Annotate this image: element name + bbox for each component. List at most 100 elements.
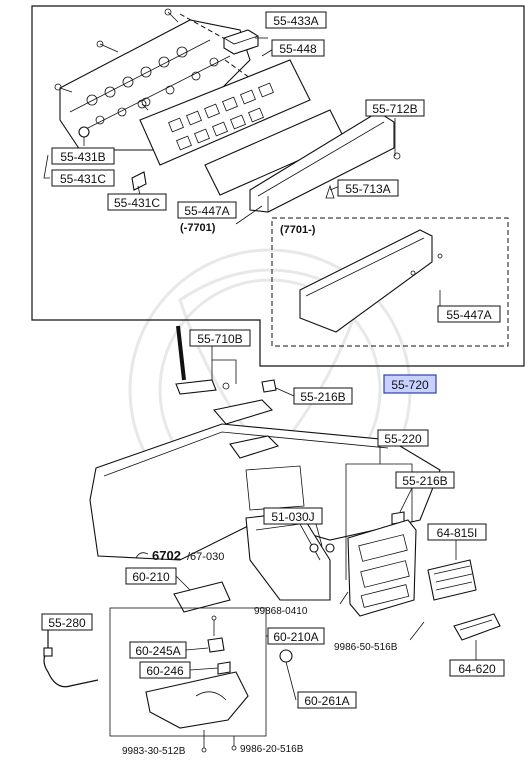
part-64-620 bbox=[453, 613, 501, 641]
svg-text:60-210A: 60-210A bbox=[273, 630, 318, 644]
visor-7701 bbox=[299, 229, 443, 333]
svg-text:60-261A: 60-261A bbox=[304, 694, 349, 708]
svg-text:55-710B: 55-710B bbox=[197, 332, 242, 346]
part-60-245a bbox=[207, 637, 225, 653]
tray-insert bbox=[212, 399, 274, 425]
svg-text:55-216B: 55-216B bbox=[300, 390, 345, 404]
leader-dash bbox=[179, 13, 246, 51]
part-55-431c bbox=[131, 171, 147, 191]
callout-55-713a: 55-713A bbox=[337, 179, 399, 197]
screw-0410 bbox=[339, 591, 349, 605]
svg-text:55-447A: 55-447A bbox=[184, 204, 229, 218]
svg-text:55-216B: 55-216B bbox=[402, 474, 447, 488]
label-9986-20-516b: 9986-20-516B bbox=[240, 744, 304, 755]
part-60-246 bbox=[217, 661, 231, 675]
callout-60-245a: 60-245A bbox=[129, 641, 187, 659]
callout-55-431c-left: 55-431C bbox=[51, 169, 115, 187]
label-99868-0410: 99868-0410 bbox=[254, 606, 308, 617]
dashboard-body bbox=[89, 423, 441, 561]
svg-text:60-245A: 60-245A bbox=[135, 644, 180, 658]
svg-text:55-431B: 55-431B bbox=[60, 150, 105, 164]
part-60-261a bbox=[279, 649, 293, 663]
column-cover-lower bbox=[145, 671, 249, 729]
svg-text:64-815I: 64-815I bbox=[437, 526, 478, 540]
callout-55-216b-top: 55-216B bbox=[293, 387, 353, 405]
callout-60-246: 60-246 bbox=[139, 661, 191, 679]
printed-board bbox=[139, 59, 311, 166]
inset-7701-frame bbox=[271, 217, 509, 347]
callout-64-815i: 64-815I bbox=[427, 523, 487, 541]
svg-text:51-030J: 51-030J bbox=[271, 510, 314, 524]
leader-55-220-a bbox=[345, 446, 381, 580]
screw-516b bbox=[409, 621, 425, 641]
leader-030j bbox=[315, 523, 323, 547]
center-panel bbox=[347, 519, 417, 617]
callout-55-710b: 55-710B bbox=[189, 329, 251, 347]
cable-55-280 bbox=[43, 630, 99, 688]
leader-dash-2 bbox=[224, 59, 251, 79]
clip-713a bbox=[325, 184, 335, 199]
callout-55-447a-inset: 55-447A bbox=[437, 305, 501, 323]
svg-text:60-210: 60-210 bbox=[132, 570, 170, 584]
svg-text:55-448: 55-448 bbox=[279, 42, 317, 56]
callout-60-261a: 60-261A bbox=[297, 691, 357, 709]
leader-216b bbox=[399, 487, 413, 513]
part-55-431b bbox=[78, 126, 90, 146]
leader-246 bbox=[189, 667, 219, 671]
svg-text:55-447A: 55-447A bbox=[446, 308, 491, 322]
callout-60-210: 60-210 bbox=[125, 567, 177, 585]
column-cover-recess bbox=[195, 691, 227, 701]
part-51-030j bbox=[309, 543, 335, 553]
label-9983-30-512b: 9983-30-512B bbox=[122, 746, 186, 757]
callout-60-210a: 60-210A bbox=[267, 627, 325, 645]
screw-head-245a bbox=[211, 615, 217, 621]
column-cover-group-frame bbox=[109, 607, 267, 737]
svg-text:55-431C: 55-431C bbox=[60, 172, 106, 186]
vent-64-815i bbox=[427, 559, 477, 601]
rod bbox=[176, 325, 186, 381]
screw-712b bbox=[393, 152, 401, 160]
svg-text:60-246: 60-246 bbox=[146, 664, 184, 678]
cable-plug bbox=[43, 647, 53, 657]
callout-55-431b: 55-431B bbox=[51, 147, 115, 165]
callout-55-216b: 55-216B bbox=[395, 471, 455, 489]
svg-text:55-713A: 55-713A bbox=[345, 182, 390, 196]
cluster-housing bbox=[59, 19, 251, 151]
range-after-7701: (7701-) bbox=[280, 224, 316, 236]
cable-clip-icon bbox=[135, 552, 149, 559]
screw-9986-20-516b bbox=[231, 736, 237, 751]
leader-55-220-b bbox=[380, 463, 413, 522]
label-6702: 6702 bbox=[152, 548, 181, 563]
label-67-030: /67-030 bbox=[187, 551, 224, 563]
label-9986-50-516b: 9986-50-516B bbox=[334, 642, 398, 653]
screws-top bbox=[54, 8, 179, 111]
callout-55-447a: 55-447A bbox=[177, 201, 237, 219]
upper-assembly-frame bbox=[31, 5, 525, 367]
svg-text:55-431C: 55-431C bbox=[114, 196, 160, 210]
svg-text:55-220: 55-220 bbox=[384, 432, 422, 446]
leader-216b-top bbox=[275, 387, 295, 397]
leader-60-210 bbox=[175, 575, 191, 591]
svg-text:55-433A: 55-433A bbox=[273, 14, 318, 28]
part-55-433a bbox=[223, 29, 259, 55]
callout-55-712b: 55-712B bbox=[365, 99, 425, 117]
callout-55-220: 55-220 bbox=[377, 429, 429, 447]
callout-55-431c: 55-431C bbox=[107, 193, 167, 211]
range-before-7701: (-7701) bbox=[180, 222, 216, 234]
part-55-710b bbox=[175, 346, 237, 395]
screw-9983-30-512b bbox=[201, 730, 207, 753]
callout-64-620: 64-620 bbox=[449, 659, 505, 677]
svg-text:55-280: 55-280 bbox=[48, 616, 86, 630]
column-cover-upper bbox=[173, 581, 231, 613]
svg-text:55-712B: 55-712B bbox=[372, 102, 417, 116]
svg-text:64-620: 64-620 bbox=[458, 662, 496, 676]
clip-216b-top bbox=[261, 379, 277, 393]
leader-245a bbox=[185, 647, 209, 651]
callout-51-030j: 51-030J bbox=[263, 507, 323, 525]
callout-55-720-highlighted: 55-720 bbox=[383, 374, 437, 394]
svg-text:55-720: 55-720 bbox=[391, 378, 429, 392]
callout-55-433a: 55-433A bbox=[265, 11, 327, 29]
callout-55-280: 55-280 bbox=[41, 613, 93, 631]
